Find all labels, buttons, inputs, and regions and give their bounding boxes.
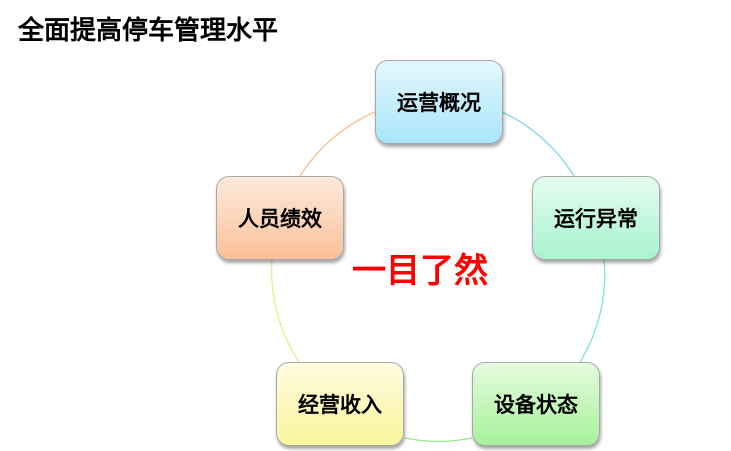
node-label: 运行异常	[554, 207, 638, 231]
page-title: 全面提高停车管理水平	[18, 16, 279, 46]
arc-right	[579, 258, 606, 363]
node-label: 经营收入	[298, 393, 382, 417]
arc-bottom	[404, 437, 473, 442]
node-label: 人员绩效	[238, 207, 322, 231]
arc-top-left	[299, 111, 376, 177]
node-equipment-status[interactable]: 设备状态	[472, 362, 600, 446]
center-label: 一目了然	[352, 251, 488, 291]
node-label: 设备状态	[494, 393, 578, 417]
node-operation-anomalies[interactable]: 运行异常	[532, 176, 660, 260]
node-staff-performance[interactable]: 人员绩效	[216, 176, 344, 260]
node-label: 运营概况	[397, 91, 481, 115]
arc-left	[270, 258, 300, 363]
node-business-revenue[interactable]: 经营收入	[276, 362, 404, 446]
node-operations-overview[interactable]: 运营概况	[375, 60, 503, 144]
